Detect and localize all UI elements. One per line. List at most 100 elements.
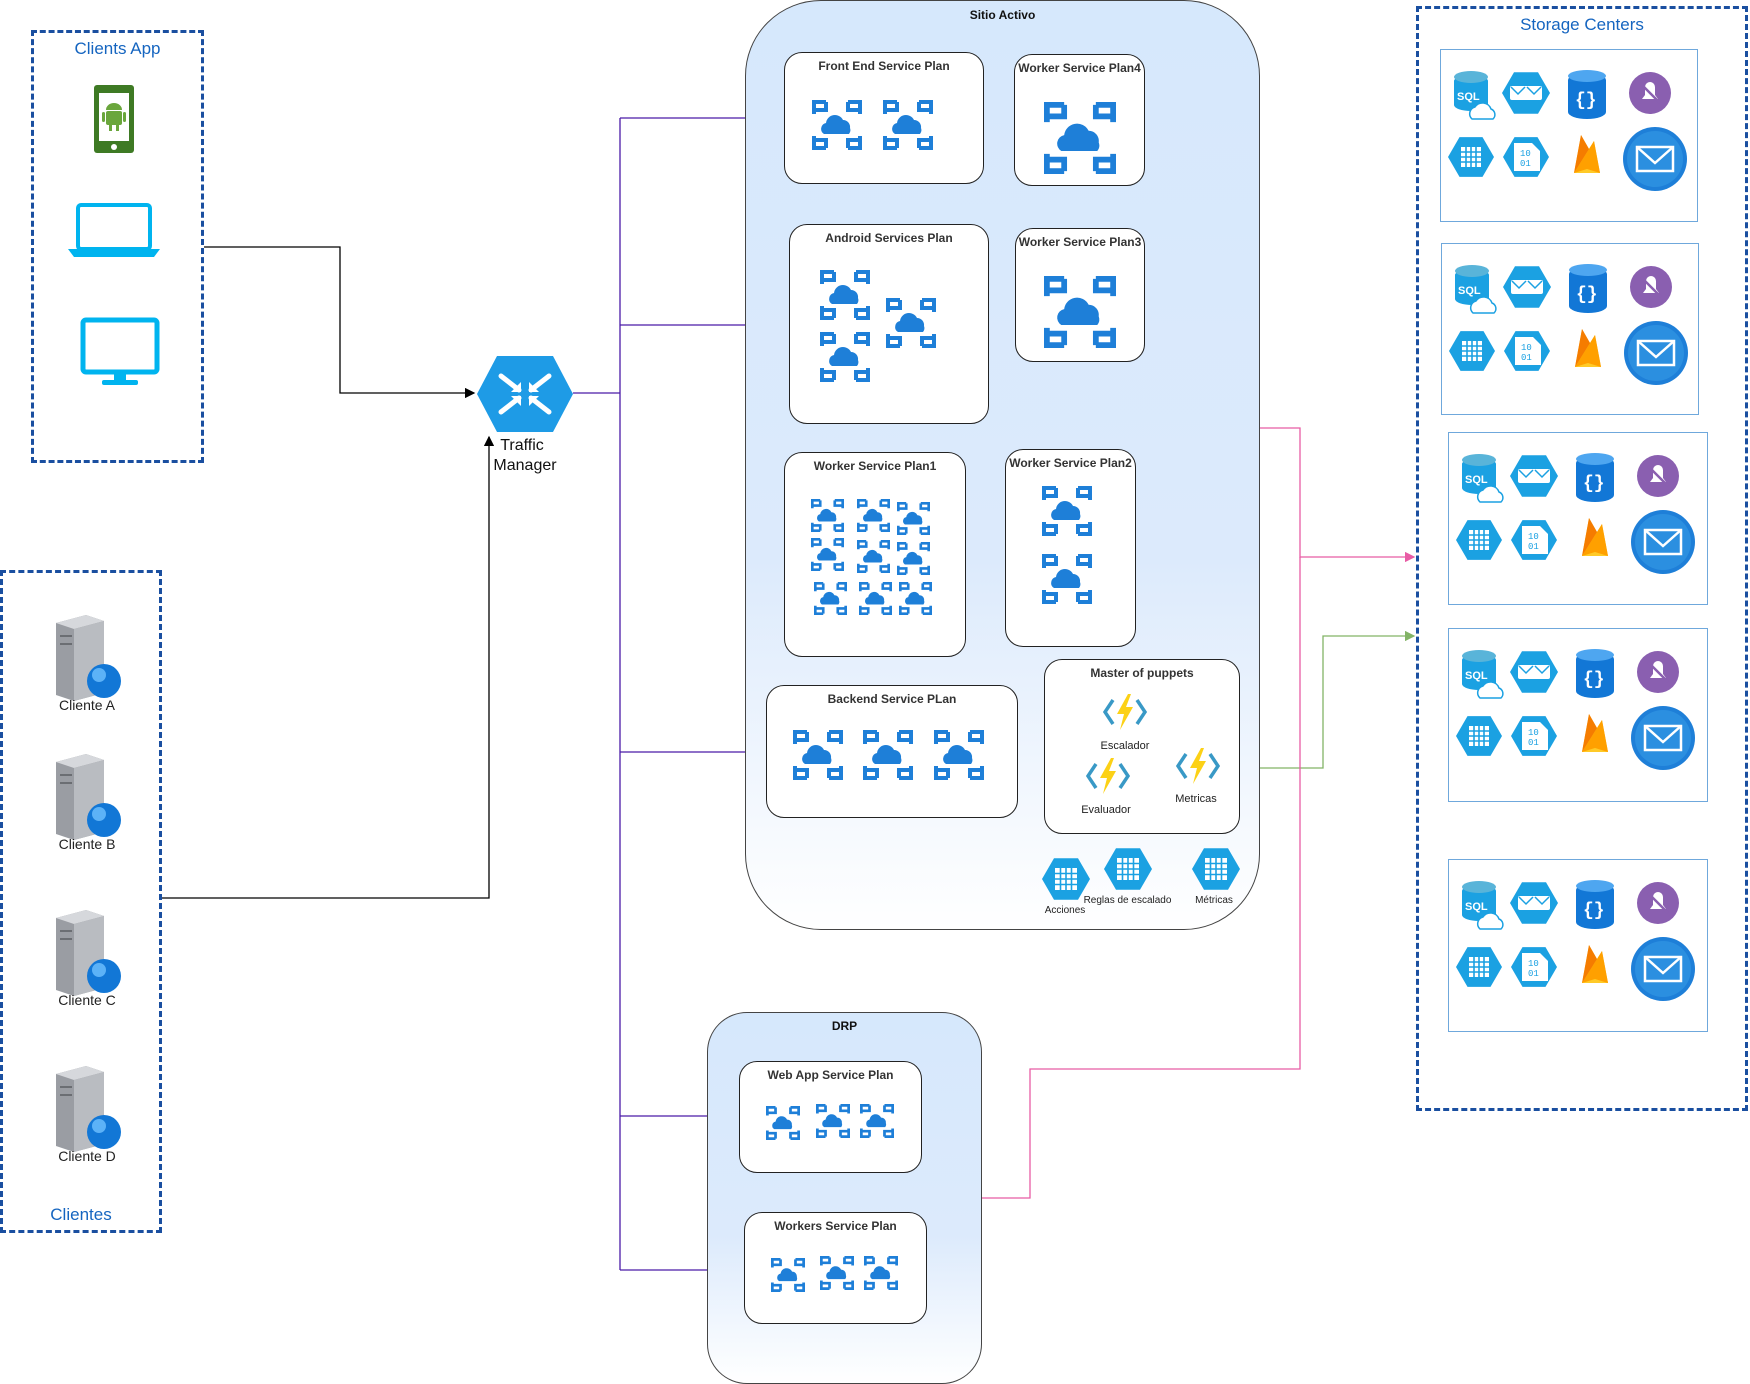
clientes-group: Clientes bbox=[0, 570, 162, 1233]
server-icon bbox=[56, 615, 121, 701]
app-service-icon bbox=[793, 730, 843, 780]
document-db-icon: {} bbox=[1568, 70, 1606, 119]
metricas-table-label: Métricas bbox=[1195, 895, 1233, 906]
clientes-title: Clientes bbox=[50, 1205, 112, 1224]
firebase-icon bbox=[1575, 329, 1601, 367]
app-service-icon bbox=[820, 270, 870, 320]
app-service-icon bbox=[1042, 554, 1092, 604]
plan-title: Worker Service Plan1 bbox=[813, 459, 937, 473]
app-service-icon bbox=[860, 1104, 894, 1138]
azure-function-icon bbox=[1103, 694, 1147, 730]
desktop-monitor-icon bbox=[80, 317, 160, 385]
server-icon bbox=[56, 1066, 121, 1152]
queue-storage-icon bbox=[1510, 651, 1558, 693]
clients-app-title: Clients App bbox=[74, 39, 161, 58]
app-service-icon bbox=[1044, 276, 1116, 348]
plan-title: Workers Service Plan bbox=[774, 1219, 897, 1233]
svg-text:10: 10 bbox=[1528, 532, 1539, 542]
svg-text:SQL: SQL bbox=[1458, 285, 1481, 297]
notification-hub-icon bbox=[1637, 651, 1679, 693]
master-of-puppets-plan: Master of puppets bbox=[1044, 659, 1240, 834]
svg-text:10: 10 bbox=[1528, 728, 1539, 738]
table-storage-icon bbox=[1449, 331, 1495, 371]
sql-database-icon: SQL bbox=[1462, 650, 1504, 699]
azure-function-icon bbox=[1176, 748, 1220, 784]
plan-title: Backend Service PLan bbox=[827, 692, 957, 706]
svg-text:SQL: SQL bbox=[1465, 670, 1488, 682]
app-service-icon bbox=[811, 499, 844, 532]
table-storage-icon bbox=[1456, 716, 1502, 756]
worker-service-plan-4: Worker Service Plan4 bbox=[1014, 54, 1145, 186]
traffic-manager-label-2: Manager bbox=[493, 457, 557, 474]
plan-title: Worker Service Plan2 bbox=[1009, 456, 1132, 470]
app-service-icon bbox=[864, 1256, 898, 1290]
client-label: Cliente A bbox=[58, 697, 116, 713]
app-service-icon bbox=[897, 542, 930, 575]
clients-app-to-traffic-manager bbox=[204, 246, 476, 399]
app-service-icon bbox=[859, 582, 892, 615]
svg-text:01: 01 bbox=[1528, 969, 1539, 979]
reglas-label: Reglas de escalado bbox=[1083, 895, 1172, 906]
reglas-table-icon bbox=[1104, 848, 1152, 890]
table-storage-icon bbox=[1456, 520, 1502, 560]
email-icon bbox=[1631, 510, 1695, 574]
email-icon bbox=[1623, 127, 1687, 191]
client-label: Cliente B bbox=[58, 836, 116, 852]
plan-title: Web App Service Plan bbox=[767, 1068, 894, 1082]
svg-text:01: 01 bbox=[1528, 738, 1539, 748]
queue-storage-icon bbox=[1503, 266, 1551, 308]
svg-text:{}: {} bbox=[1583, 670, 1605, 690]
email-icon bbox=[1631, 706, 1695, 770]
app-service-icon bbox=[820, 332, 870, 382]
sql-database-icon: SQL bbox=[1462, 881, 1504, 930]
document-db-icon: {} bbox=[1576, 453, 1614, 502]
svg-text:SQL: SQL bbox=[1457, 91, 1480, 103]
plan-title: Master of puppets bbox=[1090, 666, 1194, 680]
sitio-to-storage bbox=[1260, 427, 1416, 563]
app-service-icon bbox=[816, 1104, 850, 1138]
drp-title: DRP bbox=[831, 1019, 858, 1033]
notification-hub-icon bbox=[1630, 266, 1672, 308]
app-service-icon bbox=[899, 582, 932, 615]
server-icon bbox=[56, 754, 121, 840]
storage-centers-title: Storage Centers bbox=[1520, 15, 1644, 34]
svg-text:01: 01 bbox=[1520, 159, 1531, 169]
firebase-icon bbox=[1582, 714, 1608, 752]
document-db-icon: {} bbox=[1569, 264, 1607, 313]
android-services-plan: Android Services Plan bbox=[789, 224, 989, 424]
app-service-icon bbox=[814, 582, 847, 615]
app-service-icon bbox=[883, 100, 933, 150]
sql-database-icon: SQL bbox=[1454, 71, 1496, 120]
azure-function-icon bbox=[1086, 758, 1130, 794]
queue-storage-icon bbox=[1510, 882, 1558, 924]
app-service-icon bbox=[820, 1256, 854, 1290]
drp-to-storage bbox=[982, 557, 1301, 1199]
clients-app-group: Clients App bbox=[31, 30, 204, 463]
firebase-icon bbox=[1574, 135, 1600, 173]
escalador-label: Escalador bbox=[1100, 740, 1150, 752]
client-label: Cliente D bbox=[58, 1148, 116, 1164]
app-service-icon bbox=[886, 298, 936, 348]
plan-title: Worker Service Plan3 bbox=[1018, 235, 1142, 249]
worker-service-plan-3: Worker Service Plan3 bbox=[1015, 228, 1145, 362]
traffic-manager-icon bbox=[477, 356, 573, 432]
notification-hub-icon bbox=[1637, 882, 1679, 924]
metricas-function-label: Metricas bbox=[1175, 793, 1217, 805]
notification-hub-icon bbox=[1637, 455, 1679, 497]
app-service-icon bbox=[812, 100, 862, 150]
sql-database-icon: SQL bbox=[1462, 454, 1504, 503]
app-service-icon bbox=[766, 1106, 800, 1140]
laptop-icon bbox=[68, 203, 160, 257]
firebase-icon bbox=[1582, 945, 1608, 983]
svg-text:01: 01 bbox=[1528, 542, 1539, 552]
app-service-icon bbox=[857, 540, 890, 573]
android-phone-icon bbox=[94, 85, 134, 153]
